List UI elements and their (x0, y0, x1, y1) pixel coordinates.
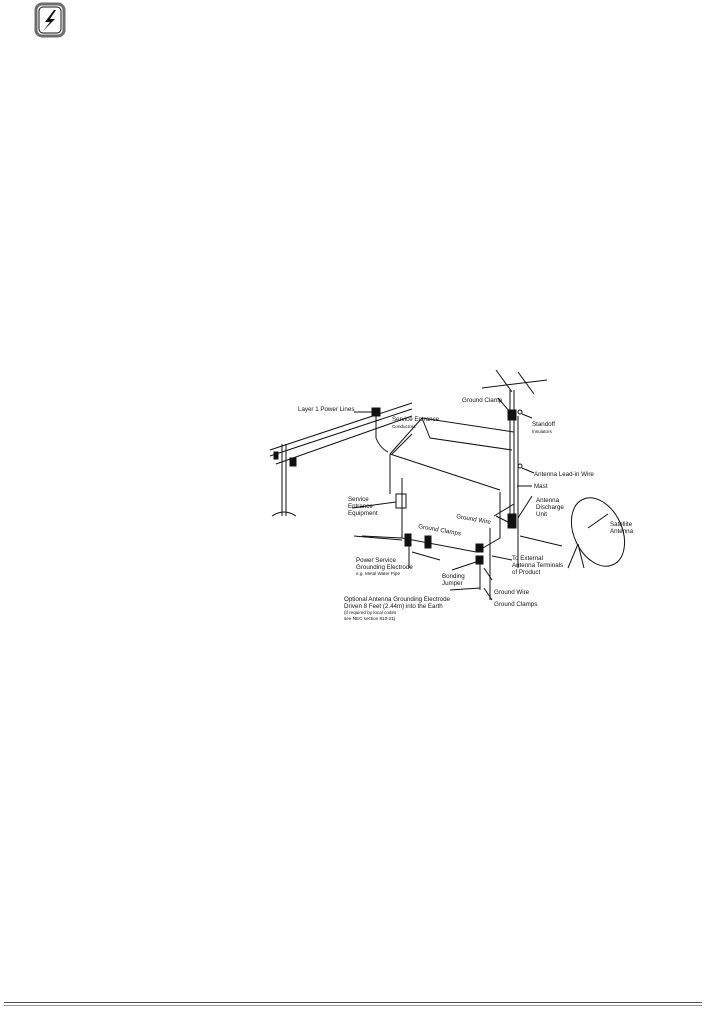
label-service-equipment-3: Equipment (348, 510, 378, 517)
label-optional-electrode-3: (if required by local codes (344, 610, 397, 615)
label-bonding-jumper-2: Jumper (442, 580, 463, 587)
label-external-terminals: To External (512, 555, 543, 562)
label-optional-electrode-4: see NEC section 810-21) (344, 616, 396, 621)
label-lead-in-wire: Antenna Lead-in Wire (534, 471, 594, 478)
label-satellite-antenna-2: Antenna (610, 528, 634, 535)
label-bonding-jumper: Bonding (442, 573, 465, 580)
label-service-entrance-conductors: Service Entrance (392, 416, 440, 423)
lightning-warning-icon (23, 1, 95, 41)
label-mast: Mast (534, 483, 548, 490)
label-ground-clamps-low: Ground Clamps (494, 601, 537, 608)
label-external-terminals-3: of Product (512, 569, 540, 576)
label-discharge-unit-2: Discharge (536, 504, 564, 511)
label-power-grounding-electrode: Power Service (356, 557, 396, 564)
label-discharge-unit-3: Unit (536, 511, 547, 518)
label-power-grounding-electrode-3: e.g. Metal Water Pipe (356, 571, 400, 576)
label-power-lines: Layer 1 Power Lines (298, 406, 354, 413)
label-standoff-insulators-2: Insulators (532, 429, 553, 434)
label-power-grounding-electrode-2: Grounding Electrode (356, 564, 413, 571)
diagram-artwork (269, 369, 626, 601)
label-ground-clamp-top: Ground Clamp (462, 397, 503, 404)
label-ground-wire-mid: Ground Wire (456, 513, 492, 526)
footer-divider (4, 1002, 702, 1003)
label-satellite-antenna: Satellite (610, 521, 633, 528)
footer-divider-secondary (4, 1005, 702, 1006)
label-service-equipment-2: Entrance (348, 503, 373, 510)
label-service-entrance-conductors-2: Conductors (392, 424, 416, 429)
label-optional-electrode: Optional Antenna Grounding Electrode (344, 596, 451, 603)
label-external-terminals-2: Antenna Terminals (512, 562, 563, 569)
label-ground-clamps-mid: Ground Clamps (418, 523, 462, 537)
label-optional-electrode-2: Driven 8 Feet (2.44m) into the Earth (344, 603, 443, 610)
label-discharge-unit: Antenna (536, 497, 560, 504)
label-service-equipment: Service (348, 496, 369, 503)
label-ground-wire-low: Ground Wire (494, 589, 530, 596)
label-standoff-insulators: Standoff (532, 421, 555, 428)
antenna-grounding-diagram: Layer 1 Power Lines Service Entrance Con… (262, 368, 642, 628)
